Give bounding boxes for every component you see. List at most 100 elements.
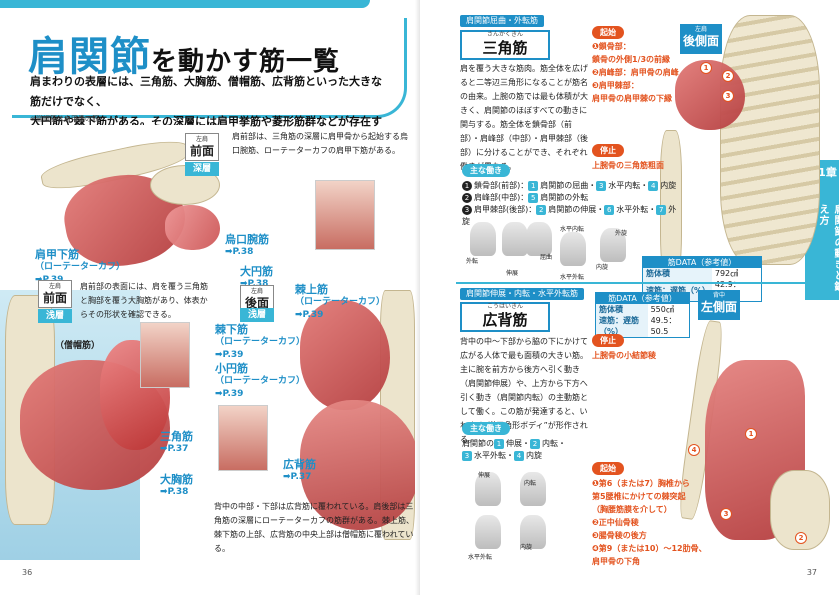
footnote: ※僧帽筋は肩甲骨の筋 — [30, 115, 99, 123]
s2-title-text: 広背筋 — [482, 311, 528, 329]
intro-text: 肩まわりの表層には、三角筋、大胸筋、僧帽筋、広背筋といった大きな筋だけでなく、 … — [30, 72, 390, 152]
right-page: 第1章 肩関節の動きと鍛え方 肩関節屈曲・外転筋 さんかくきん三角筋 肩を覆う大… — [420, 0, 839, 595]
label-pectoralis: 大胸筋➡P.38 — [160, 473, 193, 499]
s1-w3b: 肩関節の伸展・ — [548, 205, 605, 214]
icon-horizontal-adduction — [560, 232, 586, 266]
s2-origin-4: ❹第9（または10）〜12肋骨、 — [592, 544, 707, 553]
s2-origin-2: ❷正中仙骨稜 — [592, 518, 639, 527]
s2-origin-list: ❶第6（または7）胸椎から 第5腰椎にかけての棘突起 （胸腰筋膜を介して） ❷正… — [592, 477, 712, 568]
label-deltoid: 三角筋➡P.37 — [160, 430, 193, 456]
s1-data-vol-val: 792㎤ — [714, 269, 739, 278]
deltoid-ref[interactable]: ➡P.37 — [160, 444, 189, 454]
coraco-name: 烏口腕筋 — [225, 233, 269, 246]
s2-insert-text: 上腕骨の小結節稜 — [592, 351, 656, 360]
s2-data-ratio-val: 49.5：50.5 — [650, 316, 677, 336]
icon-extension — [502, 222, 528, 256]
infra-name: 棘下筋 — [215, 323, 248, 336]
s1-origin-1b: 鎖骨の外側1/3の前縁 — [592, 55, 671, 64]
icon-external-rotation-label: 外旋 — [615, 230, 628, 237]
latissimus-illustration-left — [300, 400, 419, 530]
s1-data-title: 筋DATA（参考値） — [643, 257, 761, 268]
view-1-badge: 深層 — [185, 162, 219, 176]
icon-s2-horizontal-abduction — [475, 515, 501, 549]
lat-ref[interactable]: ➡P.37 — [283, 472, 312, 482]
s1-ruby: さんかくきん — [486, 31, 523, 38]
s1-w1: 鎖骨部(前部)： — [474, 181, 529, 190]
s1-view-label: 左肩後側面 — [680, 24, 722, 54]
s1-work-label: 主な働き — [462, 164, 510, 177]
minor-ref[interactable]: ➡P.39 — [215, 389, 244, 399]
coraco-ref[interactable]: ➡P.38 — [225, 247, 254, 257]
s1-w2b: 肩関節の外転 — [540, 193, 589, 202]
s2-origin-1c: （胸腰筋膜を介して） — [592, 505, 672, 514]
view-2-badge: 浅層 — [38, 309, 72, 323]
title-sub: を動かす筋一覧 — [151, 47, 341, 77]
icon-abduction-label: 外転 — [466, 258, 479, 265]
s2-origin-label: 起始 — [592, 462, 624, 475]
s2-w4: 内旋 — [526, 451, 542, 460]
s2-origin-1: ❶第6（または7）胸椎から — [592, 479, 690, 488]
infraspinatus-illustration — [300, 300, 390, 410]
thumb-front-deep — [315, 180, 375, 250]
view-1-dir: 前面 — [189, 144, 214, 158]
icon-s2-horizontal-abduction-label: 水平外転 — [468, 554, 493, 561]
s1-insert-text: 上腕骨の三角筋粗面 — [592, 161, 664, 170]
s1-view-pre: 左肩 — [694, 26, 707, 33]
icon-s2-internal-rotation — [520, 515, 546, 549]
s1-w3d: 外旋 — [462, 205, 677, 226]
s1-w2: 肩峰部(中部)： — [474, 193, 529, 202]
chapter-title: 肩関節の動きと鍛え方 — [817, 204, 839, 292]
s1-origin-2: ❷肩峰部：肩甲骨の肩峰 — [592, 68, 679, 77]
minor-name: 小円筋 — [215, 362, 248, 375]
view-2-pre: 左肩 — [48, 283, 61, 290]
left-page: 肩関節を動かす筋一覧 肩まわりの表層には、三角筋、大胸筋、僧帽筋、広背筋といった… — [0, 0, 419, 595]
s2-work-label: 主な働き — [462, 422, 510, 435]
icon-s2-adduction — [520, 472, 546, 506]
desc-3: 背中の中部・下部は広背筋に覆われている。肩後部は三角筋の深層にローテーターカフの… — [214, 502, 414, 553]
s2-w3: 水平外転・ — [474, 451, 514, 460]
supra-ref[interactable]: ➡P.39 — [295, 310, 324, 320]
view-3-dir: 後面 — [244, 296, 269, 310]
s2-origin-1b: 第5腰椎にかけての棘突起 — [592, 492, 686, 501]
s1-marker-1: 1 — [700, 62, 712, 74]
s2-data-vol-val: 550㎤ — [650, 305, 674, 314]
view-3-badge: 浅層 — [240, 308, 274, 322]
label-supraspinatus: 棘上筋（ローテーターカフ）➡P.39 — [295, 283, 385, 322]
view-label-1: 左肩前面 — [185, 133, 219, 161]
icon-internal-rotation-label: 内旋 — [596, 264, 609, 271]
deltoid-name: 三角筋 — [160, 430, 193, 443]
intro-line-1: 肩まわりの表層には、三角筋、大胸筋、僧帽筋、広背筋といった大きな筋だけでなく、 — [30, 75, 382, 108]
page-number-right: 37 — [806, 568, 817, 577]
s1-origin-1: ❶鎖骨部： — [592, 42, 631, 51]
pect-ref[interactable]: ➡P.38 — [160, 487, 189, 497]
label-latissimus: 広背筋➡P.37 — [283, 458, 316, 484]
view-1-pre: 左肩 — [195, 136, 208, 143]
teres-ref[interactable]: ➡P.38 — [240, 279, 269, 289]
label-coracobrachialis: 烏口腕筋➡P.38 — [225, 233, 269, 259]
s1-w1b: 肩関節の屈曲・ — [540, 181, 597, 190]
title-frame — [12, 18, 407, 118]
subscap-name: 肩甲下筋 — [35, 248, 79, 261]
icon-horizontal-adduction-label: 水平内転 — [560, 226, 585, 233]
section-1-body: 肩を覆う大きな筋肉。筋全体を広げると二等辺三角形になることが筋名の由来。上腕の筋… — [460, 64, 588, 171]
lat-name: 広背筋 — [283, 458, 316, 471]
s1-origin-list: ❶鎖骨部： 鎖骨の外側1/3の前縁 ❷肩峰部：肩甲骨の肩峰 ❸肩甲棘部： 肩甲骨… — [592, 40, 712, 105]
icon-abduction — [470, 222, 496, 256]
section-2-body: 背中の中〜下部から脇の下にかけて広がる人体で最も面積の大きい筋。主に腕を前方から… — [460, 337, 588, 444]
s2-view-pre: 背中 — [712, 292, 725, 299]
desc-1: 肩前部は、三角筋の深層に肩甲骨から起始する烏口腕筋、ローテーターカフの肩甲下筋が… — [232, 132, 408, 155]
section-2-title: こうはいきん広背筋 — [460, 302, 550, 332]
s1-title-text: 三角筋 — [482, 39, 528, 57]
icon-s2-extension — [475, 472, 501, 506]
infra-ref[interactable]: ➡P.39 — [215, 350, 244, 360]
desc-2: 肩前部の表面には、肩を覆う三角筋と胸部を覆う大胸筋があり、体表からその形状を確認… — [80, 282, 208, 319]
thumb-front-superficial — [140, 322, 190, 388]
supra-name: 棘上筋 — [295, 283, 328, 296]
